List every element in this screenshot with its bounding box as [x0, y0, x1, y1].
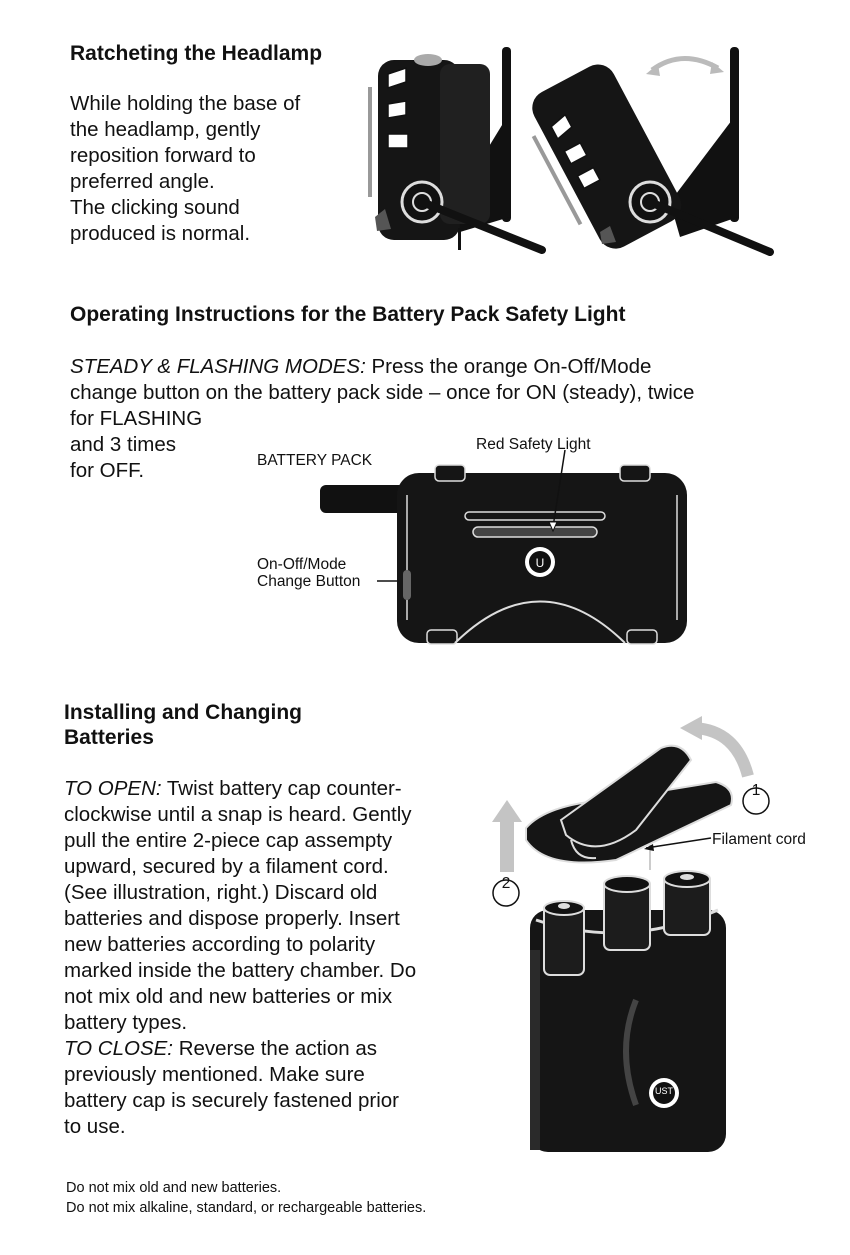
headlamp-illustration [368, 47, 774, 256]
mode-line: change button on the battery pack side –… [70, 381, 695, 404]
battery-pack-illustration: U [320, 449, 687, 645]
close-line: previously mentioned. Make sure [64, 1063, 365, 1086]
headlamp-section-title: Ratcheting the Headlamp [70, 42, 323, 65]
safety-light-section-title: Operating Instructions for the Battery P… [70, 303, 626, 326]
open-line: battery types. [64, 1011, 188, 1034]
step-1-label: 1 [751, 782, 761, 799]
headlamp-upright [368, 47, 546, 254]
battery-pack-label: BATTERY PACK [257, 452, 373, 469]
open-line-rest: Twist battery cap counter- [161, 777, 402, 800]
headlamp-line: reposition forward to [70, 144, 256, 167]
close-line: to use. [64, 1115, 126, 1138]
open-line: not mix old and new batteries or mix [64, 985, 393, 1008]
mode-line: STEADY & FLASHING MODES: Press the orang… [70, 354, 790, 380]
open-line: marked inside the battery chamber. Do [64, 959, 417, 982]
mode-line-rest: Press the orange On-Off/Mode [365, 355, 652, 378]
open-line: upward, secured by a filament cord. [64, 855, 389, 878]
mode-line: for FLASHING [70, 407, 203, 430]
pack-logo: U [536, 556, 545, 570]
open-label: TO OPEN: [64, 777, 162, 800]
headlamp-line: the headlamp, gently [70, 118, 261, 141]
headlamp-line: The clicking sound [70, 196, 240, 219]
battery-notes: Do not mix old and new batteries. Do not… [66, 1178, 426, 1218]
mode-line: and 3 times [70, 433, 176, 456]
red-safety-light-label: Red Safety Light [476, 436, 591, 453]
open-line: batteries and dispose properly. Insert [64, 907, 400, 930]
batteries-section-title-line1: Installing and Changing [64, 701, 302, 724]
button-label-line1: On-Off/Mode [257, 556, 347, 573]
battery-chamber-illustration [492, 716, 770, 1152]
headlamp-line: produced is normal. [70, 222, 251, 245]
mode-line: for OFF. [70, 459, 145, 482]
note-line: Do not mix old and new batteries. [66, 1180, 282, 1196]
close-line: battery cap is securely fastened prior [64, 1089, 399, 1112]
headlamp-line: While holding the base of [70, 92, 301, 115]
headlamp-instructions: While holding the base of the headlamp, … [70, 91, 300, 247]
note-line: Do not mix alkaline, standard, or rechar… [66, 1200, 427, 1216]
open-line: (See illustration, right.) Discard old [64, 881, 378, 904]
mode-label: STEADY & FLASHING MODES: [70, 355, 366, 378]
batteries-section-title-line2: Batteries [64, 726, 154, 749]
headlamp-tilted [531, 47, 774, 256]
close-line-rest: Reverse the action as [173, 1037, 377, 1060]
close-line: TO CLOSE: Reverse the action as [64, 1036, 484, 1062]
headlamp-line: preferred angle. [70, 170, 215, 193]
open-line: new batteries according to polarity [64, 933, 376, 956]
open-line: pull the entire 2-piece cap assempty [64, 829, 393, 852]
safety-light-instructions: STEADY & FLASHING MODES: Press the orang… [70, 354, 790, 484]
close-label: TO CLOSE: [64, 1037, 173, 1060]
open-line: clockwise until a snap is heard. Gently [64, 803, 412, 826]
batteries-instructions: TO OPEN: Twist battery cap counter- cloc… [64, 776, 484, 1140]
button-label-line2: Change Button [257, 573, 361, 590]
chamber-logo: UST [655, 1086, 673, 1096]
open-line: TO OPEN: Twist battery cap counter- [64, 776, 484, 802]
step-2-label: 2 [501, 875, 511, 892]
filament-cord-label: Filament cord [712, 831, 806, 848]
